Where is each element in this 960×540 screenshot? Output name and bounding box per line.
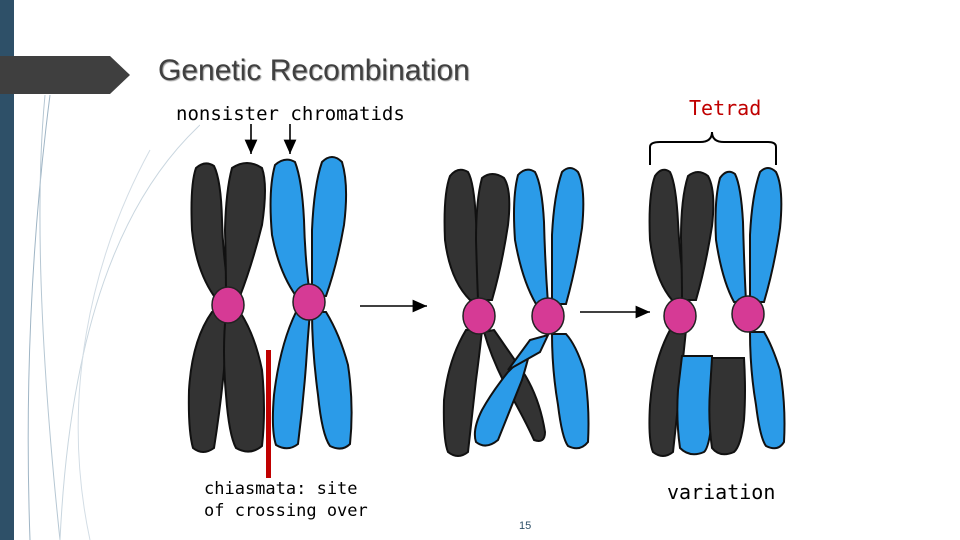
tetrad-brace <box>649 131 777 165</box>
title-tab-arrow <box>0 56 130 94</box>
chromatid-blue-swap-1 <box>676 355 714 456</box>
chromatid-blue-1 <box>269 158 312 450</box>
chromatid-dark-swap-1 <box>708 357 746 456</box>
left-accent-bar <box>0 0 14 540</box>
slide-title: Genetic Recombination <box>158 54 470 87</box>
centromere-blue-2 <box>531 297 565 335</box>
centromere-dark-3 <box>663 297 697 335</box>
crossing-over-stage-2 <box>442 167 590 457</box>
chiasmata-label-line1: chiasmata: site <box>204 479 358 499</box>
centromere-blue <box>292 283 326 321</box>
nonsister-pointer-arrows <box>244 124 297 154</box>
chromatid-blue-2 <box>310 156 353 450</box>
chiasma-marker-line <box>266 350 271 478</box>
chromatid-dark-6 <box>679 171 715 301</box>
chiasmata-label-line2: of crossing over <box>204 501 368 521</box>
decorative-curves <box>27 94 200 540</box>
chromatid-blue-3 <box>473 168 550 447</box>
chromatid-blue-4 <box>507 167 590 450</box>
chiasmata-label: chiasmata: site of crossing over <box>204 478 368 522</box>
tetrad-label: Tetrad <box>689 96 762 120</box>
variation-label: variation <box>667 480 776 504</box>
centromere-dark <box>211 286 245 324</box>
chromatid-blue-6 <box>748 167 786 450</box>
centromere-dark-2 <box>462 297 496 335</box>
chromatid-dark-2 <box>223 162 266 453</box>
centromere-blue-3 <box>731 295 765 333</box>
recombinant-tetrad-stage-3 <box>648 167 786 457</box>
nonsister-chromatids-label: nonsister chromatids <box>176 103 405 125</box>
slide-number: 15 <box>519 520 532 532</box>
tetrad-stage-1 <box>187 156 353 453</box>
chromatid-blue-5 <box>714 170 748 303</box>
